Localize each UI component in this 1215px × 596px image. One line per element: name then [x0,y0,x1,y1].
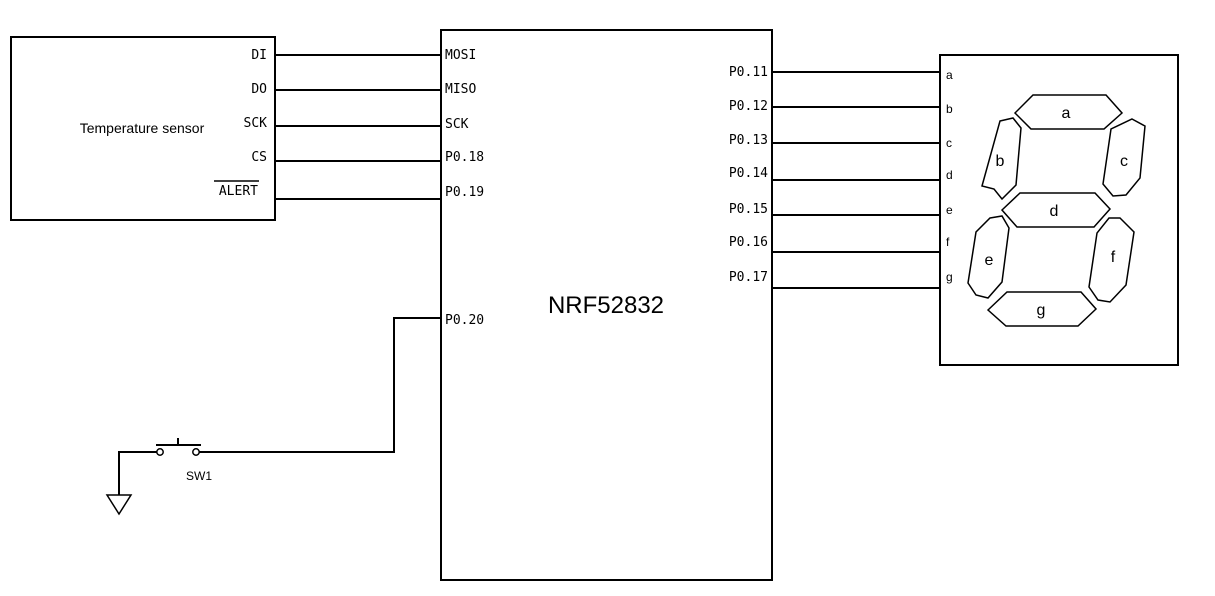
mcu-pin-p014: P0.14 [729,166,768,181]
mcu-pin-p016: P0.16 [729,235,768,250]
mcu-pin-p018: P0.18 [445,150,484,165]
segment-b [981,117,1022,201]
mcu-pin-p012: P0.12 [729,99,768,114]
display-pin-d: d [946,168,953,182]
segment-g-label: g [1037,302,1046,319]
display-pin-g: g [946,270,953,284]
switch-circuit: SW1 [105,317,441,516]
mcu: NRF52832 MOSI MISO SCK P0.18 P0.19 P0.20… [440,29,773,581]
mcu-box [440,29,773,581]
mcu-pin-miso: MISO [445,82,476,97]
sensor-box [10,36,276,221]
segment-e [967,215,1010,299]
switch-contact-left [156,448,164,456]
display-wires [772,71,940,289]
segment-a [1013,94,1124,130]
mcu-pin-p019: P0.19 [445,185,484,200]
mcu-pin-p017: P0.17 [729,270,768,285]
switch-label: SW1 [186,469,212,483]
temperature-sensor: Temperature sensor DI DO SCK CS ALERT [10,36,276,221]
display-pin-a: a [946,68,953,82]
switch-contact-right [192,448,200,456]
mcu-label: NRF52832 [548,292,664,319]
segment-e-label: e [985,252,994,269]
sensor-pin-cs: CS [251,150,267,165]
display-pin-f: f [946,235,950,249]
segment-a-label: a [1062,105,1071,122]
mcu-pin-p020: P0.20 [445,313,484,328]
display-pin-c: c [946,136,952,150]
segment-d [1000,192,1112,228]
sensor-pin-alert: ALERT [219,184,258,199]
mcu-pin-mosi: MOSI [445,48,476,63]
segment-b-label: b [996,153,1005,170]
sensor-pin-sck: SCK [244,116,268,131]
mcu-pin-p011: P0.11 [729,65,768,80]
sensor-pin-di: DI [251,48,267,63]
mcu-pin-p013: P0.13 [729,133,768,148]
sensor-label: Temperature sensor [80,120,205,136]
mcu-pin-p015: P0.15 [729,202,768,217]
segment-c-label: c [1120,153,1128,170]
ground-symbol [105,494,133,516]
wire-switch-ground [118,451,157,495]
segment-f-label: f [1111,249,1116,266]
mcu-pin-sck: SCK [445,117,469,132]
segment-d-label: d [1050,203,1059,220]
wire-p020-switch [199,317,441,453]
segment-f [1088,217,1135,303]
display-pin-e: e [946,203,953,217]
spi-wires [275,54,441,200]
sensor-pin-do: DO [251,82,267,97]
display-pin-b: b [946,102,953,116]
seven-segment-display: a b c d e f g a b c d e f g [939,54,1179,366]
segment-g [986,291,1098,327]
segment-c [1102,118,1146,197]
